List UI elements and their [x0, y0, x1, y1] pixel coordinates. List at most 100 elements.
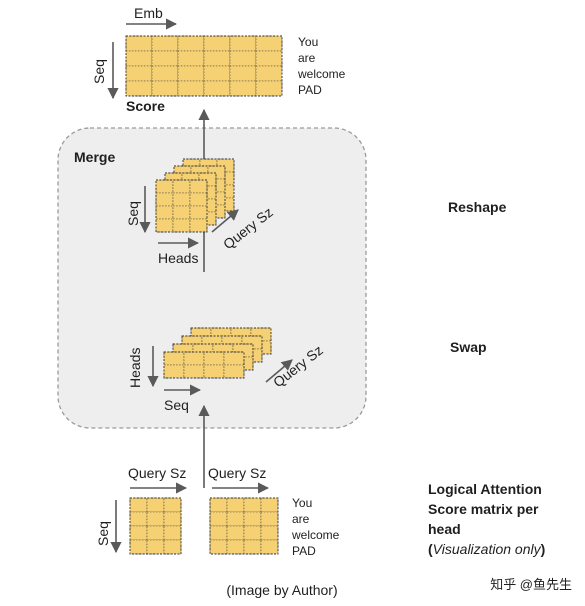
grid-border: [172, 343, 254, 371]
grid-border: [125, 35, 283, 97]
grid-border: [209, 497, 279, 555]
grid-cell: [155, 205, 174, 220]
grid-cell: [151, 65, 179, 82]
reshape-layer: [155, 179, 208, 233]
logical-note: (Visualization only): [428, 541, 545, 557]
logical-title-line-1: Logical Attention: [428, 481, 542, 497]
grid-cell: [155, 192, 174, 207]
bottom-seq-label: Seq: [95, 521, 111, 546]
grid-cell: [223, 364, 245, 379]
grid-cell: [260, 525, 279, 541]
grid-cell: [203, 351, 225, 366]
reshape-stack: [155, 158, 235, 233]
grid-cell: [229, 80, 257, 97]
grid-cell: [172, 218, 191, 233]
grid-cell: [151, 35, 179, 52]
grid-cell: [243, 539, 262, 555]
grid-cell: [177, 35, 205, 52]
grid-cell: [255, 35, 283, 52]
grid-border: [163, 351, 245, 379]
grid-cell: [229, 65, 257, 82]
grid-cell: [183, 364, 205, 379]
grid-cell: [229, 35, 257, 52]
top-seq-label: Seq: [91, 59, 107, 84]
grid-cell: [146, 525, 165, 541]
merge-panel: [57, 127, 367, 429]
watermark: 知乎 @鱼先生: [490, 577, 572, 592]
logical-title-line-2: Score matrix per: [428, 501, 539, 517]
bottom-left-query-label: Query Sz: [128, 465, 186, 481]
grid-cell: [189, 192, 208, 207]
grid-cell: [155, 179, 174, 194]
grid-cell: [172, 192, 191, 207]
grid-cell: [226, 511, 245, 527]
grid-cell: [209, 525, 228, 541]
bottom-word-3: welcome: [291, 528, 340, 542]
grid-cell: [146, 497, 165, 513]
swap-heads-label: Heads: [127, 348, 143, 388]
score-grid: [125, 35, 283, 97]
bottom-right-matrix: [209, 497, 279, 555]
grid-cell: [226, 539, 245, 555]
reshape-heads-label: Heads: [158, 250, 198, 266]
grid-cell: [163, 511, 182, 527]
grid-cell: [129, 525, 148, 541]
grid-cell: [177, 80, 205, 97]
grid-cell: [223, 351, 245, 366]
grid-cell: [243, 525, 262, 541]
grid-cell: [203, 35, 231, 52]
grid-cell: [189, 218, 208, 233]
grid-cell: [155, 218, 174, 233]
swap-query-arrow: [265, 359, 293, 383]
bottom-left-matrix: [129, 497, 182, 555]
grid-cell: [129, 539, 148, 555]
grid-cell: [151, 80, 179, 97]
bottom-word-1: You: [292, 496, 312, 510]
grid-cell: [260, 497, 279, 513]
top-word-1: You: [298, 35, 318, 49]
top-word-4: PAD: [298, 83, 322, 97]
swap-step-label: Swap: [450, 339, 487, 355]
bottom-right-query-label: Query Sz: [208, 465, 266, 481]
grid-cell: [255, 80, 283, 97]
grid-cell: [151, 50, 179, 67]
grid-cell: [229, 50, 257, 67]
bottom-left-grid: [129, 497, 182, 555]
swap-seq-label: Seq: [164, 397, 189, 413]
grid-cell: [146, 511, 165, 527]
top-word-3: welcome: [297, 67, 346, 81]
grid-cell: [177, 65, 205, 82]
grid-cell: [243, 497, 262, 513]
grid-cell: [255, 50, 283, 67]
swap-layer: [163, 351, 245, 379]
grid-cell: [243, 511, 262, 527]
merge-title: Merge: [74, 149, 115, 165]
grid-cell: [260, 511, 279, 527]
grid-border: [129, 497, 182, 555]
grid-cell: [163, 539, 182, 555]
grid-cell: [209, 539, 228, 555]
grid-cell: [183, 351, 205, 366]
score-matrix: [125, 35, 283, 97]
top-word-2: are: [298, 51, 316, 65]
grid-cell: [203, 50, 231, 67]
grid-cell: [203, 364, 225, 379]
emb-label: Emb: [134, 5, 163, 21]
grid-cell: [172, 205, 191, 220]
score-label: Score: [126, 98, 165, 114]
grid-cell: [163, 497, 182, 513]
grid-cell: [172, 179, 191, 194]
grid-cell: [125, 50, 153, 67]
swap-stack: [163, 327, 272, 379]
grid-cell: [189, 205, 208, 220]
grid-cell: [189, 179, 208, 194]
grid-border: [190, 327, 272, 355]
grid-cell: [226, 525, 245, 541]
bottom-word-4: PAD: [292, 544, 316, 558]
grid-cell: [129, 511, 148, 527]
grid-cell: [146, 539, 165, 555]
grid-cell: [226, 497, 245, 513]
grid-cell: [163, 351, 185, 366]
logical-title-line-3: head: [428, 521, 461, 537]
